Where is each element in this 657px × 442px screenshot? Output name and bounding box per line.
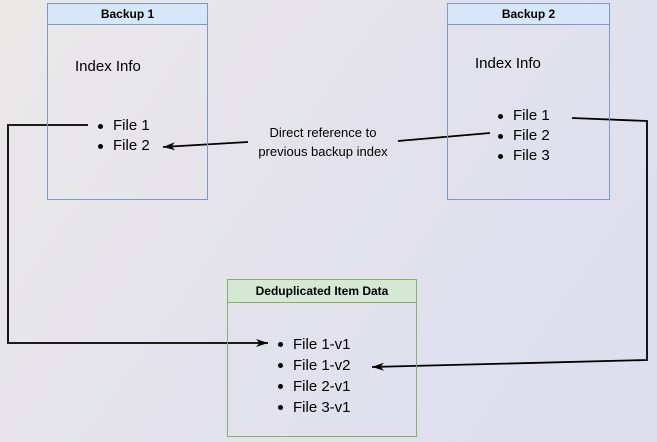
direct-reference-label-line2: previous backup index <box>258 144 388 159</box>
file-list-item: File 3 <box>498 146 550 166</box>
backup2-title: Backup 2 <box>448 4 609 25</box>
file-list-item: File 3-v1 <box>278 397 351 418</box>
direct-reference-label: Direct reference to previous backup inde… <box>240 123 406 161</box>
file-list-item: File 1 <box>498 106 550 126</box>
file-list-item: File 2 <box>98 136 150 156</box>
direct-reference-label-line1: Direct reference to <box>269 125 377 140</box>
file-list-item: File 1-v2 <box>278 355 351 376</box>
file-list-item: File 1-v1 <box>278 334 351 355</box>
file-list-item: File 2 <box>498 126 550 146</box>
backup2-index-info-label: Index Info <box>475 55 541 72</box>
backup1-index-info-label: Index Info <box>75 58 141 75</box>
dedup-title: Deduplicated Item Data <box>228 280 416 303</box>
file-list-item: File 1 <box>98 116 150 136</box>
file-list-item: File 2-v1 <box>278 376 351 397</box>
backup1-title: Backup 1 <box>48 4 207 25</box>
